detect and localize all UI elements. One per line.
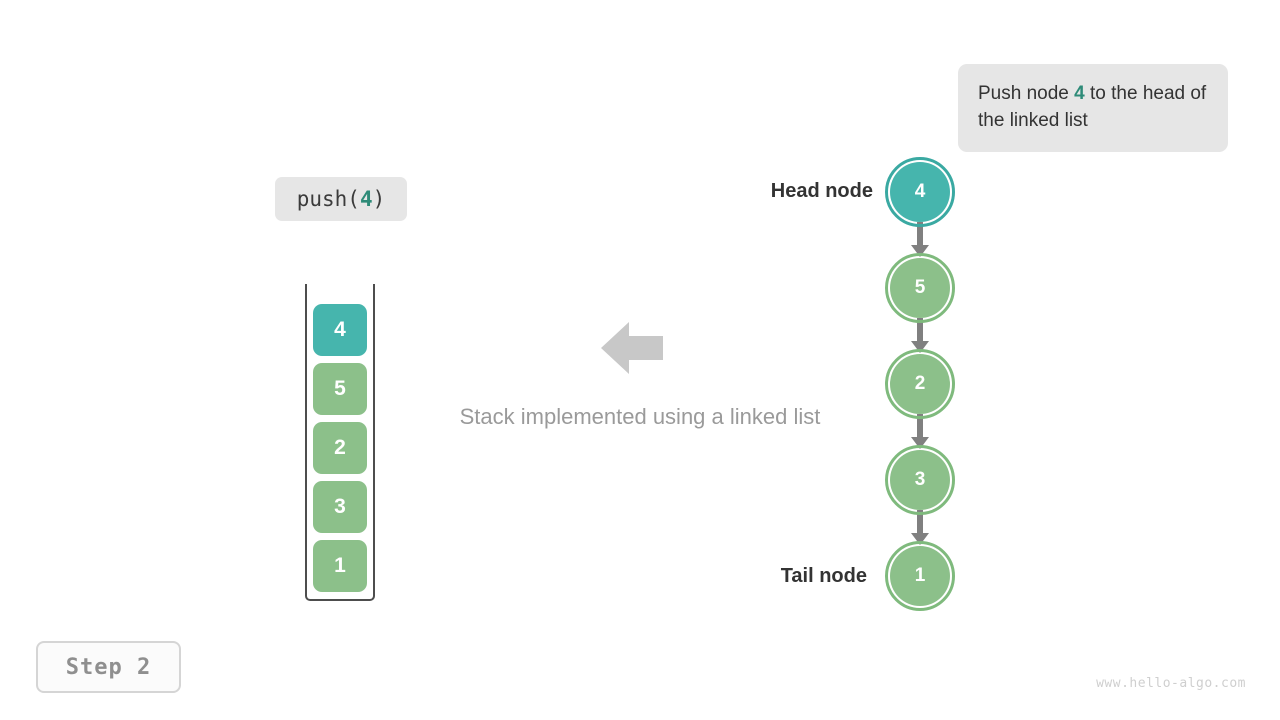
node-value: 1: [914, 565, 926, 586]
stack-cell: 3: [313, 481, 367, 533]
arrow-left-icon: [601, 320, 663, 381]
stack-cell-value: 2: [334, 436, 346, 459]
head-node-label: Head node: [770, 180, 873, 202]
node-ring: [885, 349, 955, 419]
linked-list-node: 5: [885, 253, 955, 323]
stack-cell: 5: [313, 363, 367, 415]
linked-list-node: 2: [885, 349, 955, 419]
stack-cell: 4: [313, 304, 367, 356]
node-value: 3: [914, 469, 926, 490]
step-badge-label: Step 2: [65, 654, 152, 680]
callout-highlight-value: 4: [1074, 83, 1085, 104]
operation-open-paren: (: [347, 187, 360, 211]
callout-text-after: to the head of the linked list: [978, 83, 1207, 131]
stack-cell-value: 4: [334, 318, 346, 341]
stack-cell-value: 1: [334, 554, 346, 577]
stack-cell: 2: [313, 422, 367, 474]
stack-container: [305, 284, 375, 601]
diagram-caption-text: Stack implemented using a linked list: [459, 404, 821, 429]
diagram-caption: Stack implemented using a linked list: [0, 404, 1280, 430]
linked-list-node: 4: [885, 157, 955, 227]
callout-box: Push node 4 to the head of the linked li…: [958, 64, 1228, 152]
callout-text-before: Push node: [978, 83, 1075, 104]
node-value: 2: [914, 373, 926, 394]
operation-close-paren: ): [372, 187, 386, 211]
node-ring: [885, 157, 955, 227]
watermark: www.hello-algo.com: [1096, 676, 1246, 691]
linked-list-node: 1: [885, 541, 955, 611]
operation-label: push(4): [275, 177, 407, 221]
stack-cell-value: 3: [334, 495, 346, 518]
stack-cell-value: 5: [334, 377, 346, 400]
operation-argument: 4: [359, 187, 373, 211]
tail-node-label: Tail node: [780, 565, 867, 587]
node-value: 4: [914, 181, 926, 202]
step-badge: Step 2: [36, 641, 181, 693]
stack-cell: 1: [313, 540, 367, 592]
node-ring: [885, 253, 955, 323]
node-ring: [885, 541, 955, 611]
linked-list: 4 5 2 3 1: [860, 150, 990, 620]
node-value: 5: [914, 277, 926, 298]
node-ring: [885, 445, 955, 515]
operation-name: push: [296, 187, 348, 211]
linked-list-node: 3: [885, 445, 955, 515]
stack-cell-list: 4 5 2 3 1: [313, 304, 367, 599]
